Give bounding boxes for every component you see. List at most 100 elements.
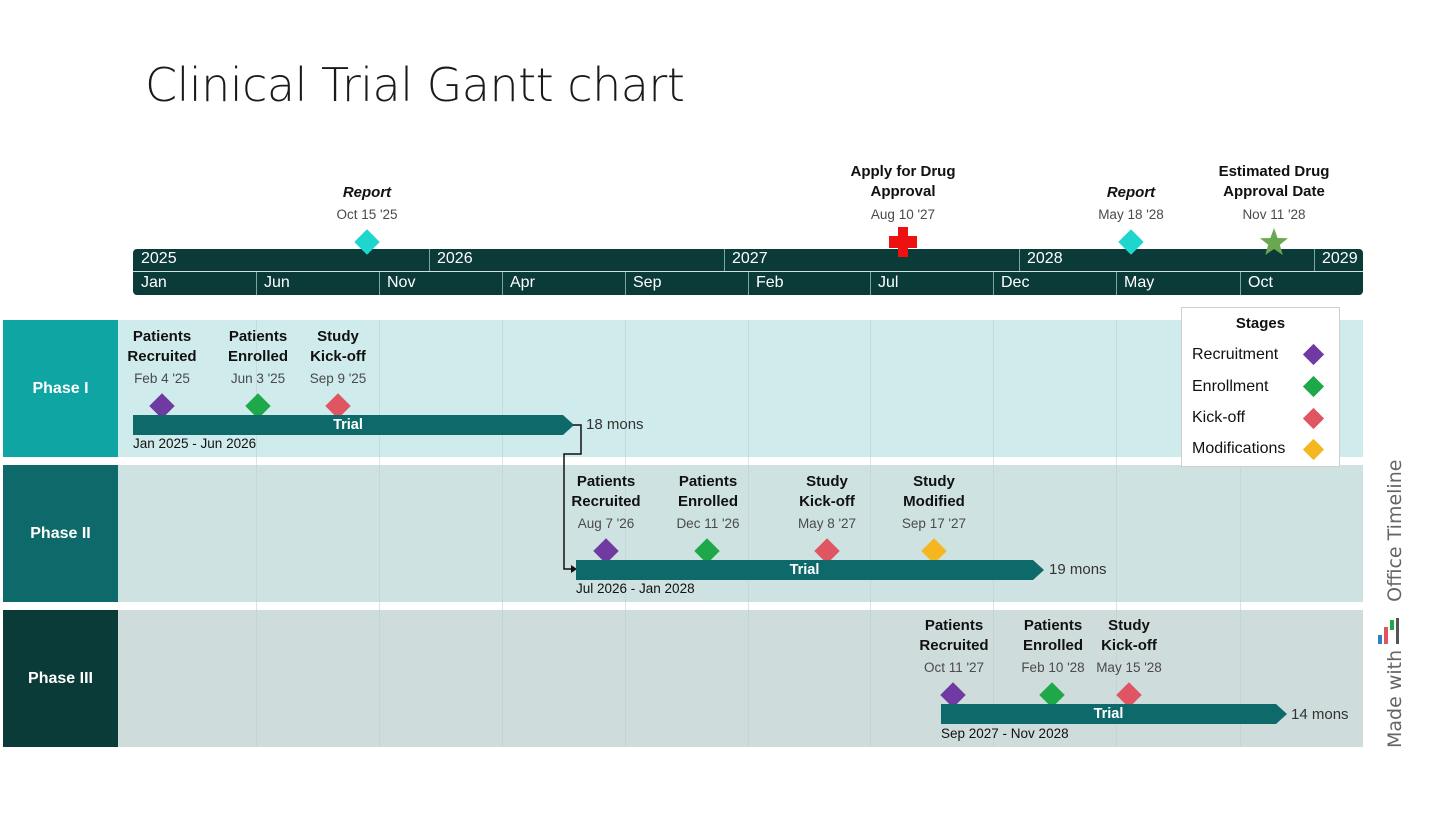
gridline <box>256 320 257 747</box>
month-divider <box>993 272 994 295</box>
month-label: Oct <box>1248 274 1273 291</box>
month-divider <box>625 272 626 295</box>
date-range-label: Jan 2025 - Jun 2026 <box>133 436 257 451</box>
legend-item-label: Enrollment <box>1192 378 1269 395</box>
milestone-title: Patients Enrolled <box>227 328 288 365</box>
gridline <box>748 320 749 747</box>
legend-item-label: Kick-off <box>1192 409 1246 426</box>
milestone-date: Oct 11 '27 <box>923 660 985 675</box>
milestone-title: Patients Recruited <box>571 473 641 510</box>
year-divider <box>429 249 430 271</box>
milestone-date: Aug 10 '27 <box>870 207 936 222</box>
month-label: Jun <box>264 274 290 291</box>
gridline <box>870 320 871 747</box>
phase-2-label: Phase II <box>3 465 118 602</box>
milestone-date: Aug 7 '26 <box>577 516 635 531</box>
year-label: 2028 <box>1027 250 1063 267</box>
duration-label: 14 mons <box>1291 706 1349 723</box>
milestone-date: May 15 '28 <box>1096 660 1162 675</box>
month-label: Nov <box>387 274 416 291</box>
month-label: Feb <box>756 274 784 291</box>
modifications-diamond-icon <box>1302 438 1325 461</box>
phase-3-trial-bar: Trial <box>941 704 1276 724</box>
month-divider <box>870 272 871 295</box>
year-label: 2025 <box>141 250 177 267</box>
timescale-bar: 2025 2026 2027 2028 2029 Jan Jun Nov Apr… <box>133 249 1363 295</box>
month-divider <box>1116 272 1117 295</box>
milestone-date: May 8 '27 <box>797 516 857 531</box>
milestone-title: Report <box>342 184 392 201</box>
year-divider <box>724 249 725 271</box>
office-timeline-logo-icon <box>1378 618 1399 644</box>
branding-name: Office Timeline <box>1384 459 1406 602</box>
dependency-arrow <box>563 424 582 573</box>
gridline <box>993 320 994 747</box>
month-divider <box>379 272 380 295</box>
phase-1-trial-bar: Trial <box>133 415 563 435</box>
milestone-title: Apply for Drug Approval <box>850 163 956 200</box>
month-divider <box>1240 272 1241 295</box>
milestone-date: Jun 3 '25 <box>230 371 286 386</box>
recruitment-diamond-icon <box>1302 343 1325 366</box>
stages-legend: Stages Recruitment Enrollment Kick-off M… <box>1181 307 1340 467</box>
chart-title: Clinical Trial Gantt chart <box>145 58 685 112</box>
milestone-title: Report <box>1106 184 1156 201</box>
milestone-date: Feb 10 '28 <box>1021 660 1085 675</box>
duration-label: 19 mons <box>1049 561 1107 578</box>
month-label: Sep <box>633 274 662 291</box>
milestone-date: Sep 9 '25 <box>309 371 367 386</box>
milestone-title: Study Kick-off <box>1101 617 1157 654</box>
phase-3-label: Phase III <box>3 610 118 747</box>
milestone-title: Study Kick-off <box>310 328 366 365</box>
year-divider <box>1019 249 1020 271</box>
kickoff-diamond-icon <box>1302 407 1325 430</box>
gridline <box>625 320 626 747</box>
milestone-date: Oct 15 '25 <box>336 207 398 222</box>
milestone-title: Patients Recruited <box>919 617 989 654</box>
milestone-title: Patients Enrolled <box>677 473 738 510</box>
phase-3-row <box>118 610 1363 747</box>
legend-item-label: Recruitment <box>1192 346 1279 363</box>
milestone-title: Patients Enrolled <box>1022 617 1083 654</box>
milestone-date: Nov 11 '28 <box>1242 207 1306 222</box>
milestone-title: Study Modified <box>903 473 965 510</box>
date-range-label: Jul 2026 - Jan 2028 <box>576 581 695 596</box>
star-icon <box>1260 228 1288 255</box>
legend-item-label: Modifications <box>1192 440 1286 457</box>
milestone-title: Estimated Drug Approval Date <box>1218 163 1330 200</box>
bar-arrow <box>1033 560 1044 580</box>
gridline <box>1240 320 1241 747</box>
milestone-title: Patients Recruited <box>127 328 197 365</box>
month-label: May <box>1124 274 1155 291</box>
legend-title: Stages <box>1235 315 1286 332</box>
bar-arrow <box>563 415 574 435</box>
month-label: Apr <box>510 274 535 291</box>
milestone-date: Feb 4 '25 <box>134 371 190 386</box>
bar-arrow <box>1276 704 1287 724</box>
gridline <box>502 320 503 747</box>
branding-prefix: Made with <box>1384 649 1406 748</box>
month-divider <box>502 272 503 295</box>
date-range-label: Sep 2027 - Nov 2028 <box>941 726 1069 741</box>
milestone-date: May 18 '28 <box>1098 207 1164 222</box>
gridline <box>379 320 380 747</box>
timescale-divider <box>133 271 1363 272</box>
milestone-title: Study Kick-off <box>799 473 855 510</box>
month-divider <box>256 272 257 295</box>
month-label: Jul <box>878 274 899 291</box>
branding-text: Made with Office Timeline <box>1384 460 1406 748</box>
year-label: 2027 <box>732 250 768 267</box>
gridline <box>1116 320 1117 747</box>
year-divider <box>1314 249 1315 271</box>
year-label: 2029 <box>1322 250 1358 267</box>
year-label: 2026 <box>437 250 473 267</box>
enrollment-diamond-icon <box>1302 375 1325 398</box>
duration-label: 18 mons <box>586 416 644 433</box>
phase-2-trial-bar: Trial <box>576 560 1033 580</box>
month-label: Dec <box>1001 274 1030 291</box>
made-with-branding: Made with Office Timeline <box>1364 460 1406 748</box>
milestone-date: Sep 17 '27 <box>901 516 967 531</box>
plus-icon <box>889 227 917 257</box>
month-divider <box>748 272 749 295</box>
milestone-date: Dec 11 '26 <box>676 516 740 531</box>
